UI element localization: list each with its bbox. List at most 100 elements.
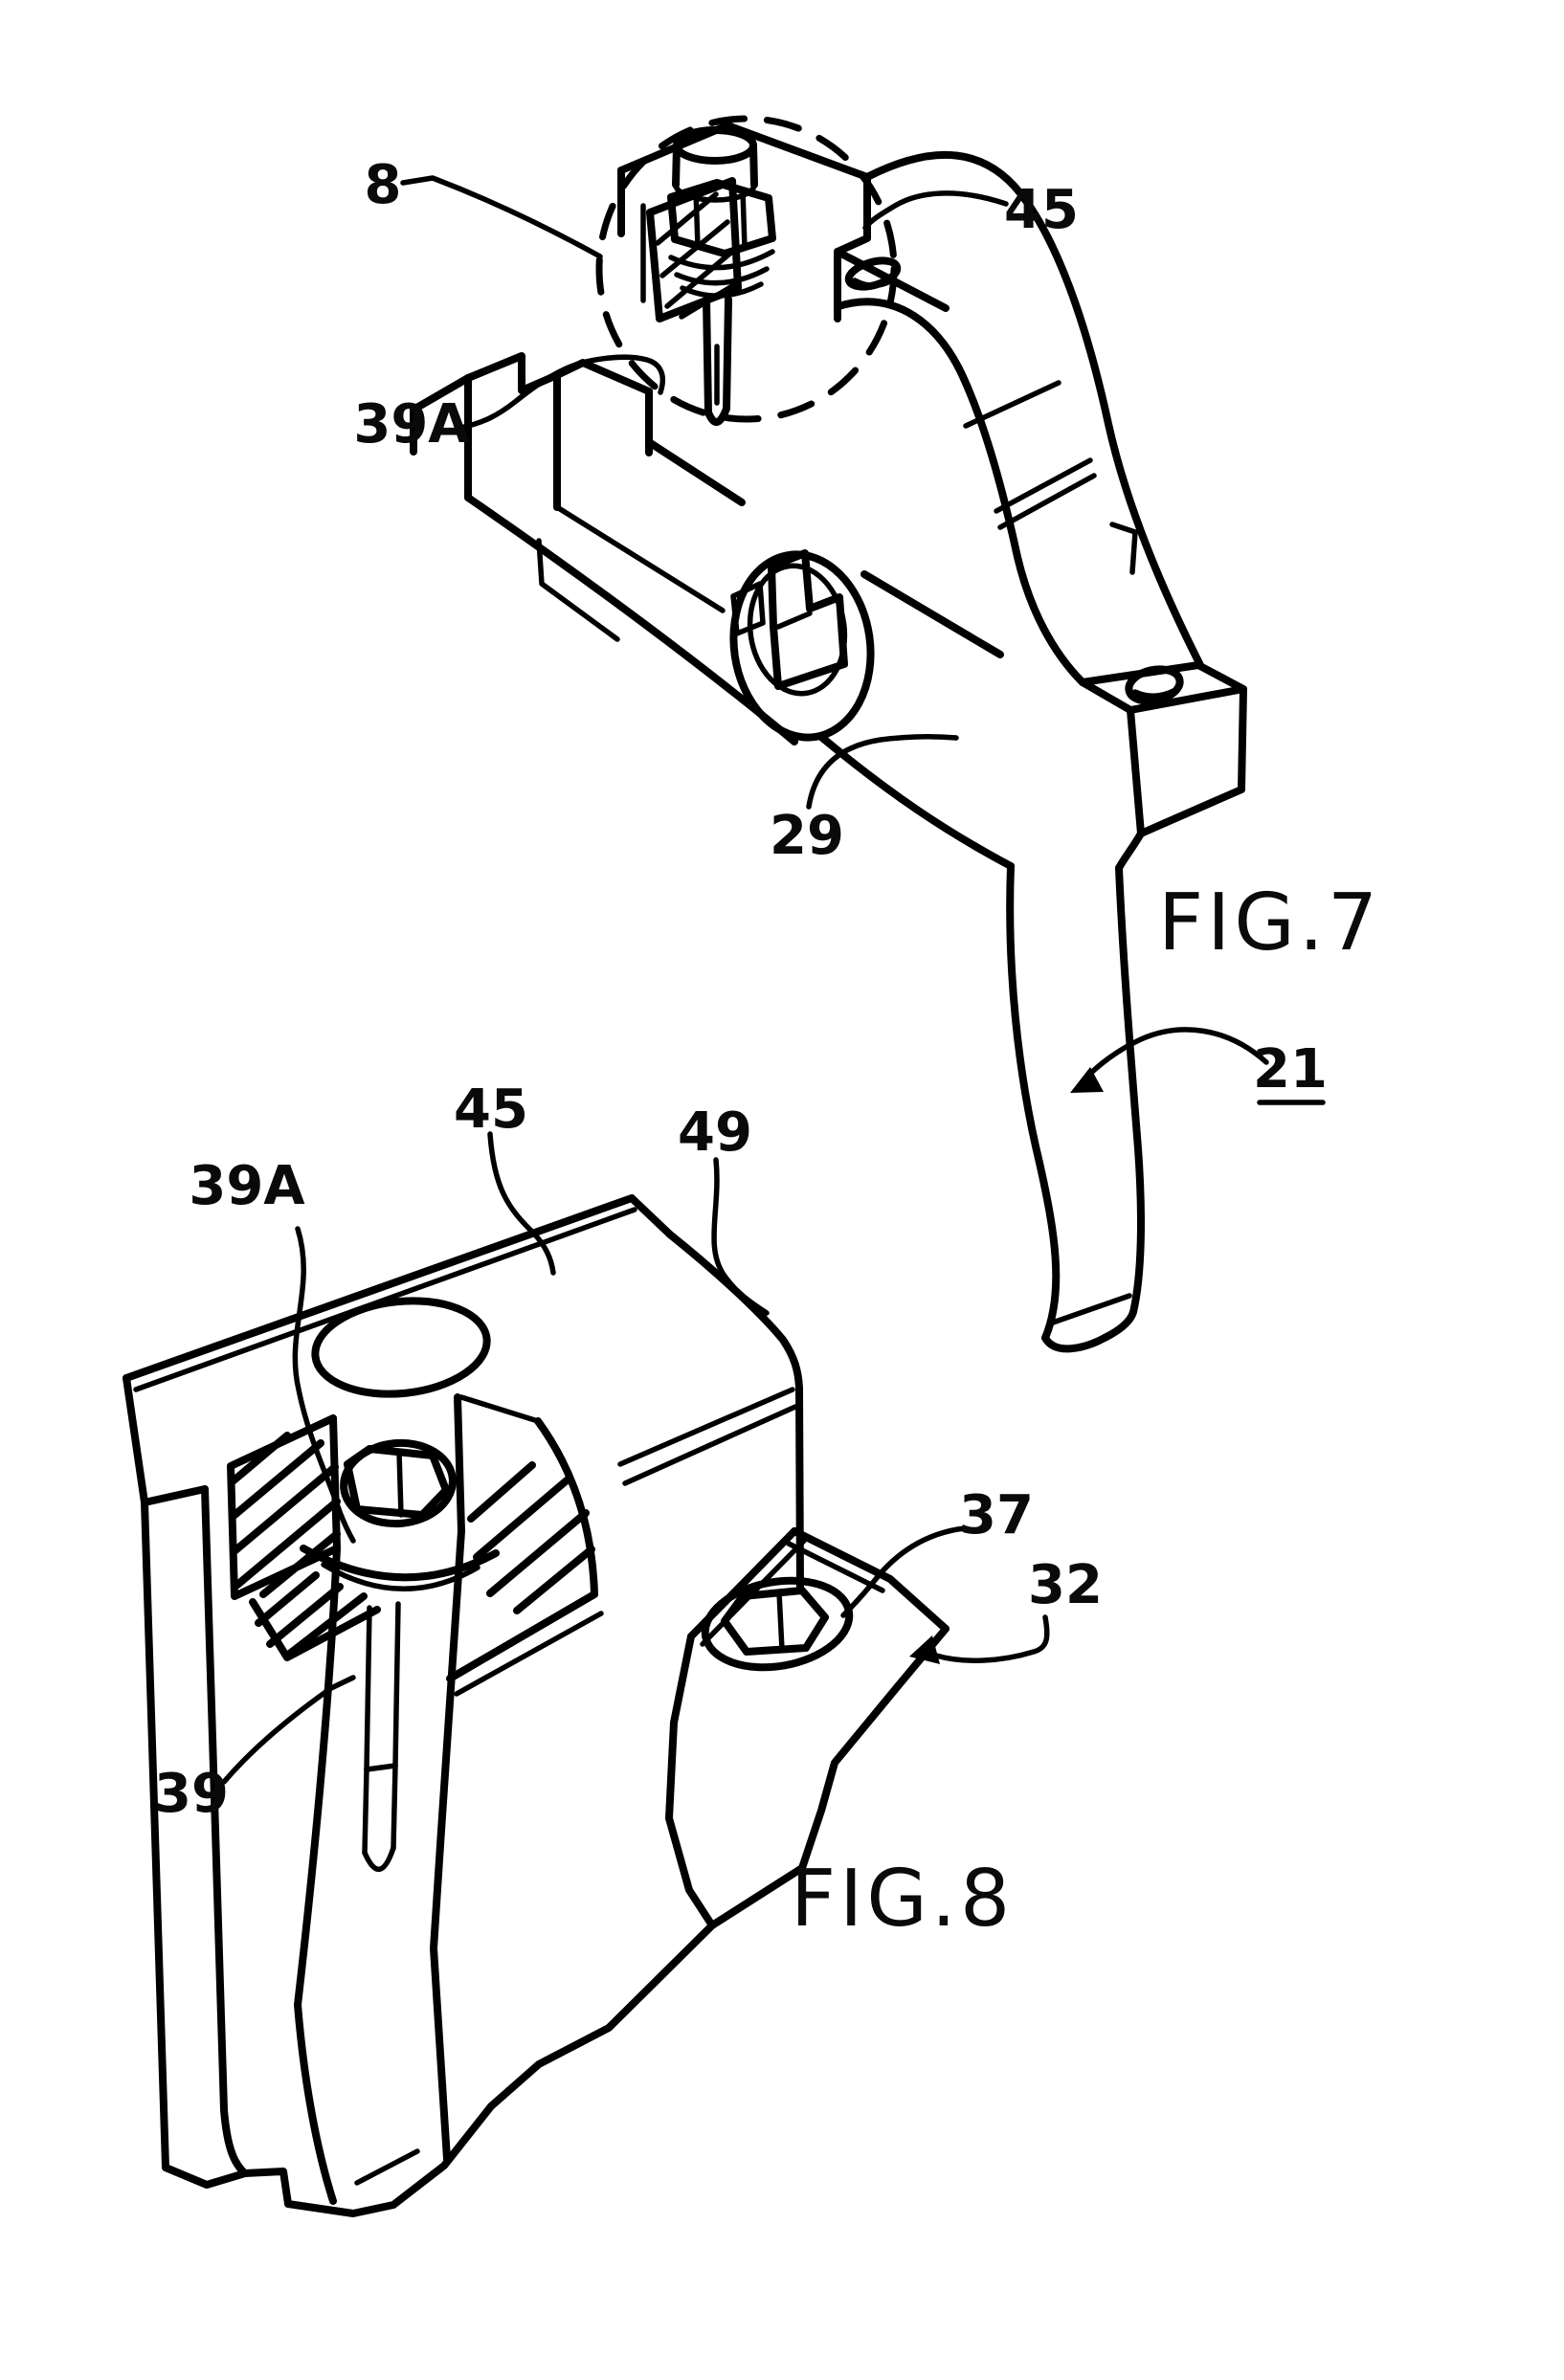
left-wall-inner xyxy=(201,1485,249,2177)
washer-arc-3 xyxy=(680,281,764,299)
blade-foot-inner xyxy=(1050,1293,1132,1325)
fin-right-edge xyxy=(834,173,871,323)
right-face-edge xyxy=(666,1231,804,1592)
bow-cross-line-1 xyxy=(963,380,1061,429)
trigger-body xyxy=(835,150,1247,1353)
sear-top-edge-inner xyxy=(786,1541,885,1593)
fig7-label-39a: 39A xyxy=(353,393,470,456)
fig8-caption: FIG.8 xyxy=(791,1854,1014,1945)
top-right-corner xyxy=(628,1194,674,1238)
fig7-caption: FIG.7 xyxy=(1158,878,1381,968)
figure-line xyxy=(473,1477,570,1561)
pin-lower-left xyxy=(362,1767,369,1856)
pocket-hatch-1 xyxy=(655,191,719,246)
leader-ref29 xyxy=(806,733,959,810)
fig8-annotations: 39A 45 49 37 32 39 FIG.8 xyxy=(154,1079,1103,1945)
bottom-edge-right xyxy=(390,1922,716,2209)
figure8-housing-section: 39A 45 49 37 32 39 FIG.8 xyxy=(123,1079,1103,2217)
front-lower-diagonal-1 xyxy=(446,1590,598,1682)
detail-callout-circle xyxy=(595,115,898,423)
leader-ref37 xyxy=(840,1525,968,1618)
figure-line xyxy=(513,1546,595,1614)
channel-left-wall xyxy=(294,1545,341,2205)
pivot-pin-hole-inner xyxy=(852,278,893,288)
block-right-face xyxy=(1161,685,1247,827)
pin-right xyxy=(392,1601,401,1768)
fig7-label-45: 45 xyxy=(1004,179,1079,241)
boss-slot xyxy=(768,549,848,690)
boss-outer xyxy=(729,550,875,742)
figure-line xyxy=(229,1432,291,1485)
right-face-chamfer-1 xyxy=(617,1387,795,1467)
channel-bottom-tick xyxy=(354,2148,420,2186)
beam-foot-step xyxy=(536,538,620,642)
bow-cross-line-2 xyxy=(994,457,1093,514)
slot-left-wall xyxy=(329,1414,341,1552)
pocket-hatch-3 xyxy=(664,248,736,309)
fig8-label-39a: 39A xyxy=(189,1155,305,1217)
beam-bottom-edge xyxy=(464,494,798,745)
bracket-step-top xyxy=(464,352,561,511)
screw-head-side-left xyxy=(672,142,681,189)
boss-slot-inner xyxy=(775,611,813,630)
hex-nut-facet-2 xyxy=(740,188,748,251)
keyhole-recess xyxy=(294,1297,598,2205)
figure-line xyxy=(266,1583,344,1648)
keyhole-circle xyxy=(311,1297,491,1398)
screw-mount-fin xyxy=(617,122,950,426)
blade-left-edge xyxy=(1006,862,1061,1342)
fig7-annotations: 8 45 39A 29 21 FIG.7 xyxy=(353,154,1381,1105)
hex-nut-facet-1 xyxy=(693,188,701,250)
leader-ref39 xyxy=(221,1675,356,1785)
hex-socket xyxy=(344,1445,450,1519)
trigger-housing-bracket xyxy=(410,352,1015,870)
fig8-label-32: 32 xyxy=(1028,1554,1103,1616)
slot-right-wall xyxy=(454,1393,465,1535)
sear-jagged-bottom xyxy=(708,1682,902,1929)
leader-ref39a xyxy=(292,1226,356,1544)
housing-block xyxy=(123,1194,804,2217)
figure-line xyxy=(230,1439,324,1520)
screw-cup xyxy=(340,1438,457,1528)
sear-top-edge xyxy=(791,1527,950,1633)
bow-side-tab xyxy=(1109,522,1138,575)
sear-hex-line xyxy=(776,1590,785,1653)
right-face-chamfer-2 xyxy=(622,1404,798,1486)
beam-top-edge xyxy=(645,438,746,506)
figure-line xyxy=(255,1571,320,1627)
pin-left xyxy=(364,1605,372,1772)
fin-top-edges xyxy=(617,122,871,181)
screw-shank-left xyxy=(703,296,712,416)
block-front-edge xyxy=(1127,706,1145,837)
pin-tick xyxy=(364,1763,398,1772)
ref21-arrowhead xyxy=(1070,1067,1104,1093)
figure-line xyxy=(467,1461,536,1523)
front-lower-diagonal-2 xyxy=(454,1611,604,1697)
blade-right-edge xyxy=(1115,864,1145,1316)
top-back-edge xyxy=(123,1194,636,1382)
pocket-outline xyxy=(646,177,742,323)
washer-arc-1 xyxy=(668,249,775,271)
figure-line xyxy=(234,1498,341,1589)
beam-inner-line xyxy=(554,504,726,613)
block-hole-inner xyxy=(1132,688,1176,699)
beam-to-blade-edge xyxy=(817,733,1015,870)
figure-line xyxy=(259,1530,341,1598)
fig7-label-8: 8 xyxy=(365,154,402,216)
hex-nut xyxy=(667,179,776,257)
block-bottom-edge xyxy=(1137,819,1169,837)
blade-neck-right xyxy=(1115,830,1145,872)
figure7-trigger-assembly: 8 45 39A 29 21 FIG.7 xyxy=(353,115,1381,1353)
left-wall-outer xyxy=(141,1499,169,2171)
bow-cross-line-3 xyxy=(997,473,1097,530)
section-hatching xyxy=(227,1414,595,1661)
screw-head-side-right xyxy=(749,142,758,189)
fig8-label-45: 45 xyxy=(454,1079,528,1141)
leader-ref32-arrow xyxy=(933,1614,1050,1663)
leader-ref45 xyxy=(862,190,1009,231)
sear-hex-socket xyxy=(721,1587,829,1656)
bow-inner-edge xyxy=(835,298,1086,686)
figure-line xyxy=(283,1592,368,1659)
